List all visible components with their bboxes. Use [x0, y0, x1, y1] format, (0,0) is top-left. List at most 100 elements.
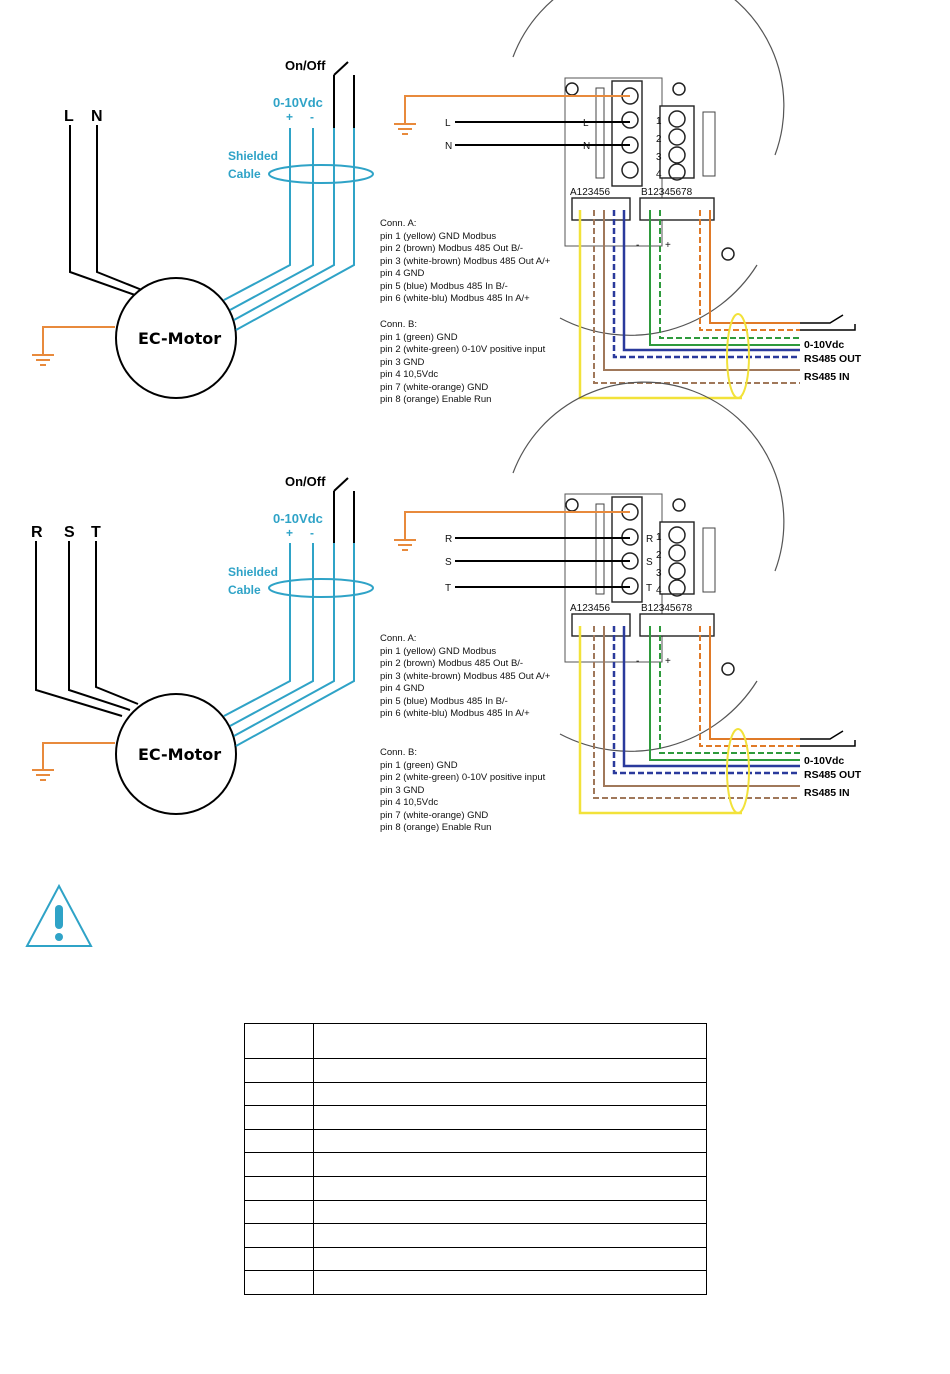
conn-b-pin: pin 2 (white-green) 0-10V positive input — [380, 344, 546, 355]
table-cell — [313, 1152, 707, 1177]
ec-motor — [115, 693, 237, 815]
ground-icon — [32, 326, 115, 366]
connector-a — [571, 197, 631, 221]
block-label-l: L — [583, 118, 589, 129]
pin-assignment-table — [244, 1023, 707, 1295]
phase-label-s: S — [64, 524, 75, 541]
terminal-label-s: S — [445, 557, 452, 568]
table-cell — [244, 1023, 314, 1059]
table-cell — [244, 1058, 314, 1083]
connector-a-header: A123456 — [570, 187, 610, 198]
pin-descriptions: Conn. A: pin 1 (yellow) GND Modbus pin 2… — [380, 218, 551, 405]
motor-label: EC-Motor — [138, 745, 221, 764]
svg-text:2: 2 — [656, 134, 662, 145]
table-row — [244, 1105, 707, 1130]
table-row — [244, 1023, 707, 1059]
shielded-cable-ring — [268, 164, 374, 184]
block-label-n: N — [583, 141, 590, 152]
screw-icon — [565, 498, 579, 512]
terminal-label-r: R — [445, 534, 452, 545]
conn-b-title: Conn. B: — [380, 319, 417, 330]
warning-triangle-icon — [25, 883, 93, 947]
table-cell — [313, 1270, 707, 1295]
motor-diagram-single-phase: L N EC-Motor On/Off 0-10Vdc + - Shielded… — [32, 0, 862, 405]
signal-terminal-block — [659, 521, 695, 595]
table-row — [244, 1152, 707, 1177]
out-label-rs485-in: RS485 IN — [804, 787, 850, 799]
table-cell — [313, 1246, 707, 1272]
table-cell — [313, 1105, 707, 1130]
conn-a-pin: pin 3 (white-brown) Modbus 485 Out A/+ — [380, 671, 551, 682]
connector-a-header: A123456 — [570, 603, 610, 614]
phase-label-n: N — [91, 108, 103, 125]
table-row — [244, 1175, 707, 1201]
conn-b-pin: pin 8 (orange) Enable Run — [380, 822, 491, 833]
ec-motor — [115, 277, 237, 399]
table-cell — [313, 1223, 707, 1248]
table-row — [244, 1246, 707, 1272]
conn-b-pin: pin 3 GND — [380, 785, 424, 796]
minus-label: - — [310, 110, 314, 124]
conn-b-pin: pin 1 (green) GND — [380, 760, 458, 771]
svg-text:-: - — [636, 240, 639, 251]
conn-a-pin: pin 2 (brown) Modbus 485 Out B/- — [380, 243, 523, 254]
out-label-rs485-out: RS485 OUT — [804, 353, 862, 365]
svg-text:4: 4 — [656, 169, 662, 180]
svg-text:+: + — [665, 656, 671, 667]
ground-icon — [32, 742, 115, 781]
ground-icon — [394, 511, 630, 551]
svg-text:-: - — [636, 656, 639, 667]
table-row — [244, 1128, 707, 1154]
table-cell — [244, 1128, 314, 1154]
conn-a-pin: pin 5 (blue) Modbus 485 In B/- — [380, 281, 508, 292]
svg-text:1: 1 — [656, 116, 662, 127]
table-cell — [244, 1246, 314, 1272]
table-cell — [313, 1023, 707, 1059]
minus-label: - — [310, 526, 314, 540]
block-label-s: S — [646, 557, 653, 568]
voltage-label: 0-10Vdc — [273, 95, 323, 110]
table-cell — [244, 1175, 314, 1201]
conn-a-title: Conn. A: — [380, 633, 416, 644]
shielded-cable-ring — [268, 578, 374, 598]
screw-icon — [721, 247, 735, 261]
screw-icon — [565, 82, 579, 96]
shielded-label: Shielded — [228, 149, 278, 163]
screw-icon — [721, 662, 735, 676]
svg-text:1: 1 — [656, 532, 662, 543]
ground-icon — [394, 95, 630, 135]
phase-label-t: T — [91, 524, 101, 541]
table-cell — [244, 1152, 314, 1177]
conn-b-pin: pin 8 (orange) Enable Run — [380, 394, 491, 405]
connector-b-header: B12345678 — [641, 187, 693, 198]
conn-a-pin: pin 1 (yellow) GND Modbus — [380, 646, 496, 657]
conn-a-pin: pin 5 (blue) Modbus 485 In B/- — [380, 696, 508, 707]
screw-icon — [672, 82, 686, 96]
conn-a-pin: pin 2 (brown) Modbus 485 Out B/- — [380, 658, 523, 669]
table-cell — [313, 1128, 707, 1154]
conn-a-pin: pin 3 (white-brown) Modbus 485 Out A/+ — [380, 256, 551, 267]
screw-icon — [672, 498, 686, 512]
table-cell — [244, 1223, 314, 1248]
out-label-0-10vdc: 0-10Vdc — [804, 755, 844, 767]
connector-b — [639, 197, 715, 221]
table-cell — [313, 1175, 707, 1201]
conn-a-pin: pin 6 (white-blu) Modbus 485 In A/+ — [380, 293, 530, 304]
plus-label: + — [286, 526, 293, 540]
voltage-label: 0-10Vdc — [273, 511, 323, 526]
connector-a — [571, 613, 631, 637]
signal-terminal-block — [659, 105, 695, 179]
table-row — [244, 1199, 707, 1225]
cable-label: Cable — [228, 167, 261, 181]
out-label-rs485-in: RS485 IN — [804, 371, 850, 383]
table-row — [244, 1081, 707, 1107]
conn-b-pin: pin 4 10,5Vdc — [380, 797, 438, 808]
table-cell — [244, 1270, 314, 1295]
motor-diagram-three-phase: R S T EC-Motor On/Off 0-10Vdc + - Shield… — [31, 381, 862, 833]
connector-b-header: B12345678 — [641, 603, 693, 614]
shielded-label: Shielded — [228, 565, 278, 579]
phase-label-l: L — [64, 108, 74, 125]
motor-label: EC-Motor — [138, 329, 221, 348]
table-cell — [313, 1058, 707, 1083]
onoff-label: On/Off — [285, 474, 326, 489]
